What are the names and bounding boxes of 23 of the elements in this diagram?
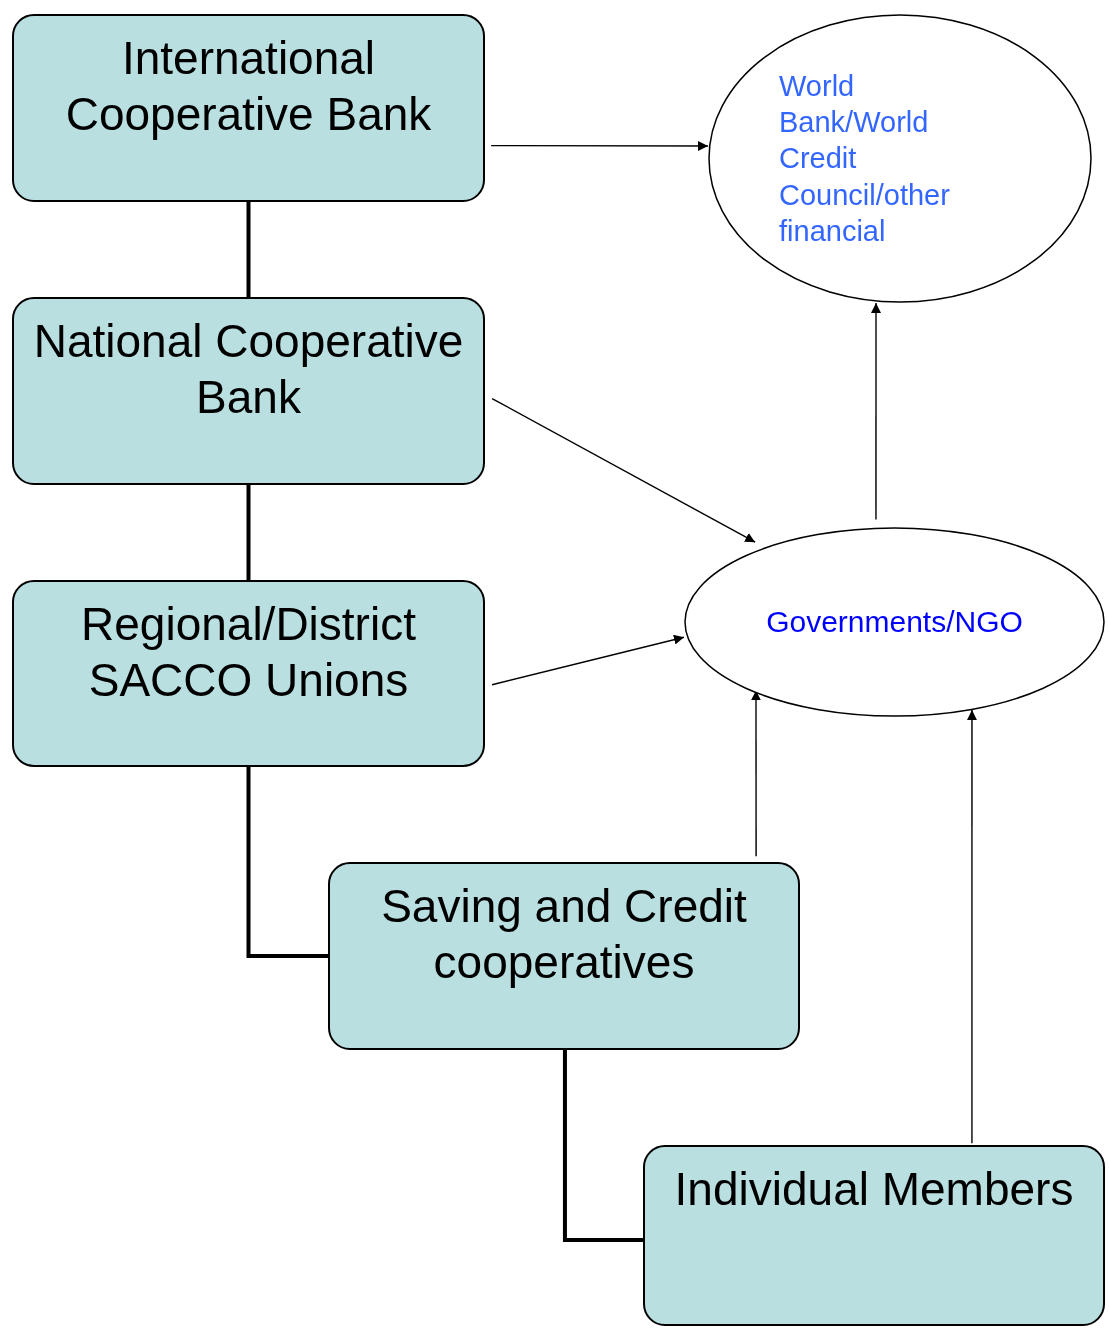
- node-label: Saving and Credit cooperatives: [380, 879, 748, 991]
- rounded-box: [12, 14, 485, 202]
- node-label: World Bank/World Credit Council/other financial: [779, 68, 951, 249]
- rounded-box: [328, 862, 800, 1050]
- ellipse-node: [684, 527, 1105, 717]
- connector-line: [246, 485, 251, 580]
- arrow: [966, 709, 977, 1144]
- arrow: [491, 397, 756, 543]
- arrow: [490, 141, 709, 152]
- node-label: National Cooperative Bank: [32, 314, 465, 426]
- ellipse-node: [708, 14, 1092, 303]
- rounded-box: [643, 1145, 1105, 1326]
- rounded-box: [12, 297, 485, 485]
- arrow: [491, 634, 685, 686]
- node-label: Individual Members: [674, 1162, 1074, 1217]
- connector-line: [246, 202, 251, 297]
- rounded-box: [12, 580, 485, 767]
- node-label: International Cooperative Bank: [64, 31, 433, 143]
- connector-line: [562, 1050, 643, 1243]
- node-label: Governments/NGO: [766, 604, 1023, 641]
- node-label: Regional/District SACCO Unions: [80, 597, 417, 709]
- connector-line: [246, 767, 328, 958]
- arrow: [871, 302, 881, 521]
